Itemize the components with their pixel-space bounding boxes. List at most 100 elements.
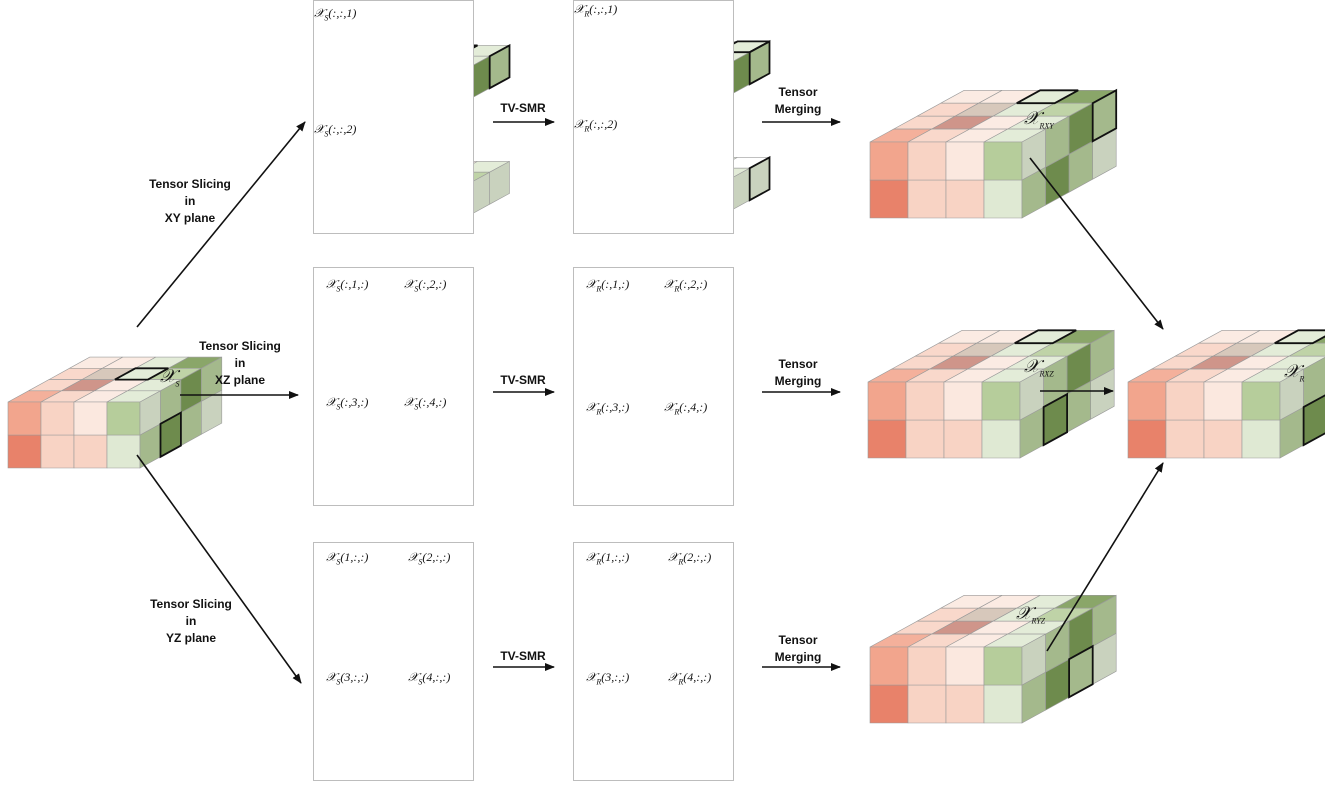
- highlight-cell: [1016, 89, 1079, 105]
- slice-label: 𝒳R(:,2,:): [664, 277, 708, 294]
- step-merge-yz: Tensor Merging: [774, 633, 822, 664]
- symbol-recovered-xz: 𝒳RXZ: [1024, 356, 1054, 379]
- slice-label: 𝒳R(:,:,1): [574, 2, 618, 19]
- cube-front: [869, 179, 909, 219]
- cube-front: [1241, 381, 1281, 421]
- arrow-fuse-yz: [1046, 462, 1164, 652]
- cube-front: [983, 141, 1023, 181]
- cube-front: [981, 419, 1021, 459]
- cube-front: [945, 646, 985, 686]
- arrow-slice-xy: [136, 121, 306, 328]
- cube-front: [983, 646, 1023, 686]
- cube-front: [106, 434, 141, 469]
- cube-front: [907, 684, 947, 724]
- cube-front: [40, 401, 75, 436]
- cube-front: [905, 381, 945, 421]
- symbol-output-tensor: 𝒳R: [1284, 361, 1305, 384]
- panel-yz-recovered: [573, 542, 734, 781]
- slice-label: 𝒳R(:,:,2): [574, 117, 618, 134]
- cube-front: [7, 434, 42, 469]
- slice-label: 𝒳S(:,4,:): [404, 395, 447, 412]
- cube-front: [943, 381, 983, 421]
- highlight-cell: [488, 43, 511, 90]
- highlight-cell: [748, 155, 771, 202]
- cube-front: [869, 646, 909, 686]
- cube-front: [40, 434, 75, 469]
- step-tvsmr-yz: TV-SMR: [500, 649, 546, 663]
- cube-front: [1203, 419, 1243, 459]
- panel-xz-recovered: [573, 267, 734, 506]
- tensor-input: [7, 356, 223, 469]
- highlight-cell: [1042, 392, 1068, 447]
- highlight-cell: [114, 367, 169, 381]
- slice-label: 𝒳S(1,:,:): [326, 550, 369, 567]
- highlight-cell: [1014, 329, 1077, 345]
- symbol-input-tensor: 𝒳S: [160, 366, 180, 389]
- cube-front: [907, 179, 947, 219]
- slice-label: 𝒳R(:,4,:): [664, 400, 708, 417]
- slice-label: 𝒳R(:,1,:): [586, 277, 630, 294]
- panel-xy-recovered: [573, 0, 734, 234]
- slice-label: 𝒳R(4,:,:): [668, 670, 712, 687]
- cube-front: [869, 684, 909, 724]
- slice-label: 𝒳R(3,:,:): [586, 670, 630, 687]
- step-slice-yz: Tensor Slicing in YZ plane: [150, 597, 232, 645]
- slice-label: 𝒳S(:,3,:): [326, 395, 369, 412]
- cube-front: [869, 141, 909, 181]
- slice-label: 𝒳S(:,:,2): [314, 122, 357, 139]
- slice-label: 𝒳S(2,:,:): [408, 550, 451, 567]
- cube-front: [983, 179, 1023, 219]
- tensor-recovered-xz: [867, 329, 1115, 459]
- cube-front: [73, 401, 108, 436]
- cube-front: [867, 381, 907, 421]
- cube-front: [945, 179, 985, 219]
- slice-label: 𝒳S(4,:,:): [408, 670, 451, 687]
- cube-front: [1165, 381, 1205, 421]
- cube-side: [1092, 594, 1117, 647]
- cube-front: [945, 684, 985, 724]
- panel-yz-slices: [313, 542, 474, 781]
- slice-label: 𝒳R(2,:,:): [668, 550, 712, 567]
- step-merge-xy: Tensor Merging: [774, 85, 822, 116]
- cube-front: [907, 141, 947, 181]
- cube-front: [983, 684, 1023, 724]
- step-tvsmr-xy: TV-SMR: [500, 101, 546, 115]
- cube-side: [201, 356, 223, 402]
- symbol-recovered-yz: 𝒳RYZ: [1016, 603, 1046, 626]
- cube-front: [907, 646, 947, 686]
- step-slice-xy: Tensor Slicing in XY plane: [149, 177, 231, 225]
- cube-front: [106, 401, 141, 436]
- highlight-cell: [1302, 394, 1325, 447]
- panel-xy-slices: [313, 0, 474, 234]
- highlight-cell: [1091, 88, 1118, 143]
- cube-front: [1165, 419, 1205, 459]
- cube-front: [7, 401, 42, 436]
- slice-label: 𝒳S(:,1,:): [326, 277, 369, 294]
- slice-label: 𝒳S(:,:,1): [314, 6, 357, 23]
- slice-label: 𝒳R(1,:,:): [586, 550, 630, 567]
- arrow-fuse-xy: [1029, 157, 1164, 330]
- cube-front: [981, 381, 1021, 421]
- slice-label: 𝒳S(:,2,:): [404, 277, 447, 294]
- cube-front: [1241, 419, 1281, 459]
- panel-xz-slices: [313, 267, 474, 506]
- highlight-cell: [1068, 644, 1094, 699]
- step-tvsmr-xz: TV-SMR: [500, 373, 546, 387]
- slice-label: 𝒳S(3,:,:): [326, 670, 369, 687]
- highlight-cell: [1274, 329, 1325, 345]
- step-slice-xz: Tensor Slicing in XZ plane: [199, 339, 281, 387]
- step-merge-xz: Tensor Merging: [774, 357, 822, 388]
- cube-side: [489, 160, 510, 205]
- cube-front: [73, 434, 108, 469]
- cube-front: [1127, 419, 1167, 459]
- slice-label: 𝒳R(:,3,:): [586, 400, 630, 417]
- cube-front: [943, 419, 983, 459]
- cube-side: [1303, 357, 1325, 408]
- tensor-recovered-yz: [869, 594, 1117, 724]
- cube-front: [1127, 381, 1167, 421]
- tensor-recovered-xy: [869, 88, 1118, 219]
- arrow-slice-yz: [136, 454, 302, 684]
- symbol-recovered-xy: 𝒳RXY: [1024, 108, 1054, 131]
- cube-front: [1203, 381, 1243, 421]
